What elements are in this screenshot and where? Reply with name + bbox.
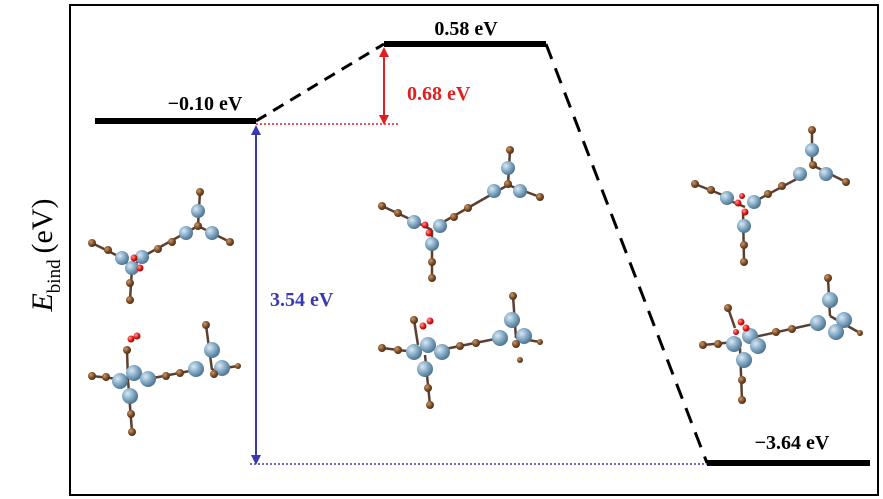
connector-transition-final	[544, 43, 709, 464]
atoms-initial-side	[88, 321, 241, 436]
structure-initial-top	[91, 191, 231, 301]
plot-frame	[69, 4, 879, 496]
structure-transition-side	[381, 295, 541, 406]
level-label-final: −3.64 eV	[755, 432, 830, 454]
reaction-energy-label: 3.54 eV	[270, 289, 334, 311]
connector-initial-transition	[255, 42, 385, 123]
level-label-initial: −0.10 eV	[168, 93, 243, 115]
atoms-transition-side	[378, 292, 543, 409]
structure-transition-top	[381, 149, 541, 278]
level-label-transition: 0.58 eV	[434, 18, 498, 40]
y-axis-label: Ebind(eV)	[26, 198, 65, 312]
atoms-final-top	[691, 126, 850, 266]
atoms-initial-top	[88, 188, 234, 304]
barrier-label: 0.68 eV	[407, 83, 471, 105]
atoms-transition-top	[378, 146, 544, 282]
atoms-final-side	[699, 274, 863, 404]
